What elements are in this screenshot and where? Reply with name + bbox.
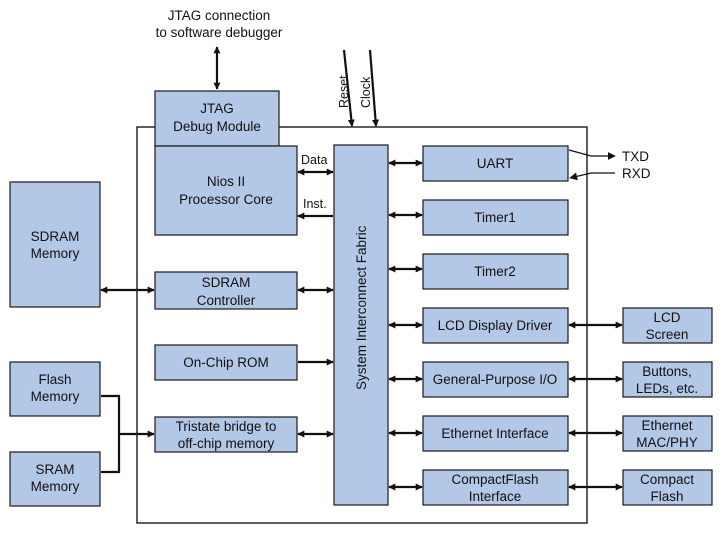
timer2: Timer2 — [422, 253, 569, 290]
inst-label: Inst. — [303, 197, 327, 211]
uart-label: UART — [477, 156, 514, 171]
rxd-line — [569, 172, 615, 181]
sdram-controller-line2: Controller — [197, 293, 256, 308]
lcd-display-driver: LCD Display Driver — [422, 307, 569, 344]
nios-ii-processor-core: Nios II Processor Core — [154, 145, 298, 236]
reset-arrow — [342, 49, 355, 127]
compactflash-line2: Interface — [469, 489, 522, 504]
clock-label: Clock — [359, 76, 373, 108]
lcd-screen: LCD Screen — [622, 307, 713, 344]
sram-memory-line2: Memory — [31, 479, 80, 494]
lcd-screen-line1: LCD — [653, 310, 680, 325]
nios-line1: Nios II — [207, 174, 245, 189]
ethernet-mac-line2: MAC/PHY — [636, 435, 698, 450]
lcd-driver-label: LCD Display Driver — [438, 318, 553, 333]
sram-memory-line1: SRAM — [35, 462, 74, 477]
lcd-screen-line2: Screen — [646, 327, 689, 342]
data-label: Data — [301, 153, 327, 167]
sdram-controller-line1: SDRAM — [202, 275, 251, 290]
ethernet-mac-phy: Ethernet MAC/PHY — [622, 415, 713, 452]
sdram-memory-line1: SDRAM — [31, 229, 80, 244]
jtag-connection-label-2: to software debugger — [156, 25, 283, 40]
compactflash-interface: CompactFlash Interface — [422, 469, 569, 506]
flash-memory: Flash Memory — [9, 361, 101, 417]
buttons-line1: Buttons, — [642, 364, 692, 379]
jtag-connection-label-1: JTAG connection — [168, 8, 271, 23]
jtag-line2: Debug Module — [173, 119, 261, 134]
sdram-controller: SDRAM Controller — [154, 271, 298, 310]
sdram-memory: SDRAM Memory — [9, 181, 101, 308]
fabric-label: System Interconnect Fabric — [354, 225, 369, 390]
compact-flash: Compact Flash — [622, 469, 713, 506]
on-chip-rom: On-Chip ROM — [154, 344, 298, 381]
ethernet-interface: Ethernet Interface — [422, 415, 569, 452]
rxd-label: RXD — [622, 166, 651, 181]
flash-memory-line1: Flash — [38, 372, 71, 387]
uart: UART — [422, 145, 569, 182]
timer1: Timer1 — [422, 199, 569, 236]
clock-arrow — [368, 49, 379, 127]
tristate-bridge: Tristate bridge to off-chip memory — [154, 416, 298, 453]
sdram-memory-line2: Memory — [31, 246, 80, 261]
offchip-memory-bus — [101, 394, 121, 474]
sram-memory: SRAM Memory — [9, 451, 101, 507]
general-purpose-io: General-Purpose I/O — [422, 361, 569, 398]
buttons-leds: Buttons, LEDs, etc. — [622, 361, 713, 398]
txd-label: TXD — [622, 149, 649, 164]
system-interconnect-fabric: System Interconnect Fabric — [333, 144, 389, 506]
buttons-line2: LEDs, etc. — [636, 381, 698, 396]
flash-memory-line2: Memory — [31, 389, 80, 404]
gpio-label: General-Purpose I/O — [433, 372, 558, 387]
compactflash-line1: CompactFlash — [451, 472, 538, 487]
onchip-rom-label: On-Chip ROM — [183, 355, 269, 370]
timer2-label: Timer2 — [474, 264, 516, 279]
compact-flash-line1: Compact — [640, 472, 694, 487]
nios-line2: Processor Core — [179, 192, 273, 207]
tristate-line2: off-chip memory — [178, 436, 275, 451]
jtag-line1: JTAG — [200, 101, 234, 116]
jtag-debug-module: JTAG Debug Module — [154, 90, 280, 147]
compact-flash-line2: Flash — [650, 489, 683, 504]
tristate-line1: Tristate bridge to — [176, 419, 277, 434]
txd-line — [568, 149, 616, 160]
timer1-label: Timer1 — [474, 210, 516, 225]
ethernet-interface-label: Ethernet Interface — [441, 426, 548, 441]
ethernet-mac-line1: Ethernet — [641, 418, 692, 433]
